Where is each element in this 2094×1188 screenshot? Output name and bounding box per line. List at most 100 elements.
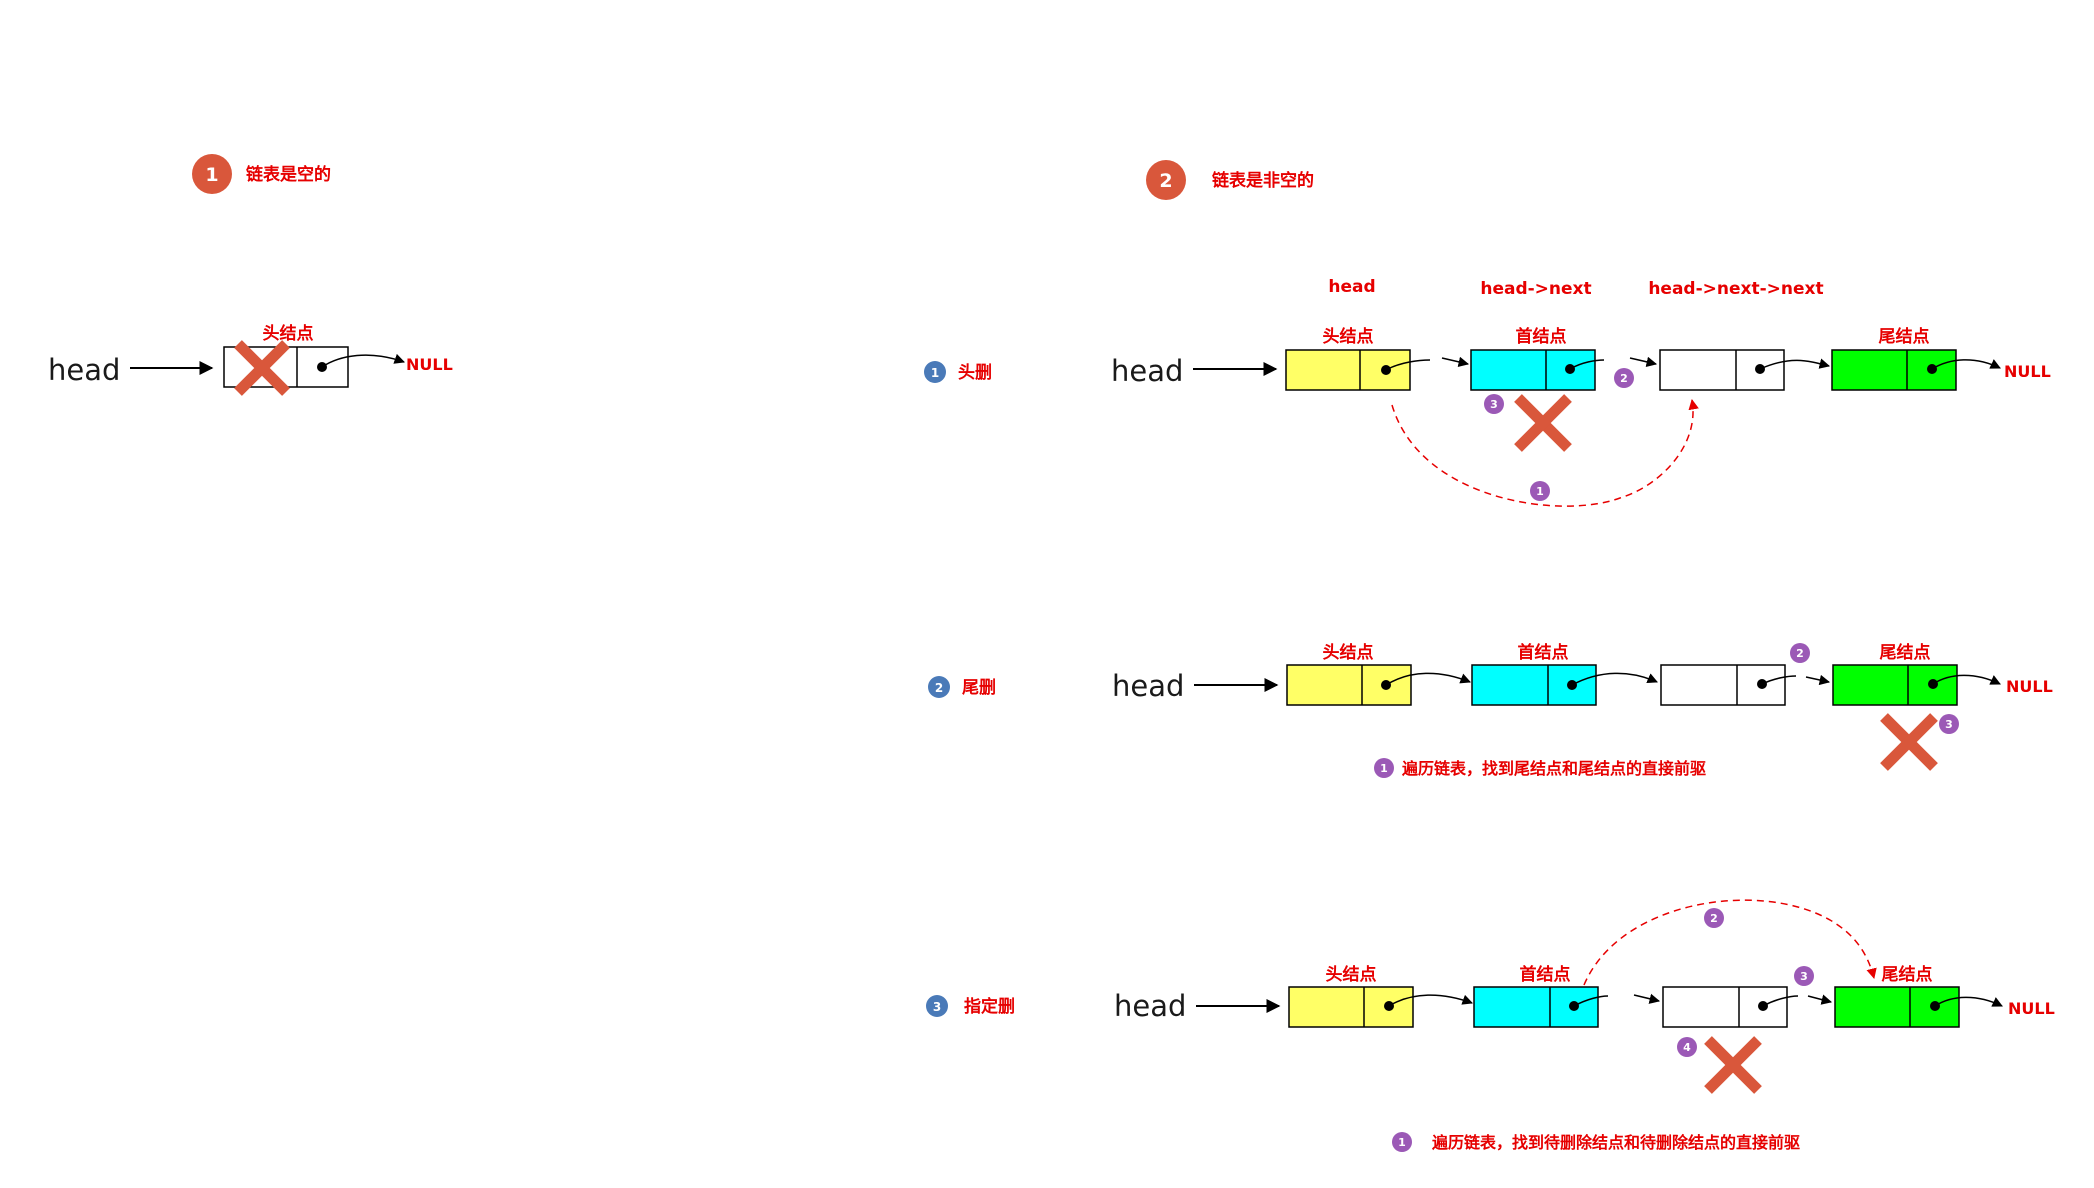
case2-first-node xyxy=(1471,664,1597,706)
case3-label-head-node: 头结点 xyxy=(1326,964,1377,985)
case1-label-head-node: 头结点 xyxy=(1323,326,1374,347)
case2-badge-number: 2 xyxy=(935,681,943,695)
case1-step-badge-2: 2 xyxy=(1614,368,1634,388)
case2-label-head-node: 头结点 xyxy=(1323,642,1374,663)
section1-null-label: NULL xyxy=(406,355,453,374)
section2-badge-number: 2 xyxy=(1159,170,1172,192)
case3-head-word: head xyxy=(1114,989,1186,1023)
case1-label-tail-node: 尾结点 xyxy=(1879,326,1930,347)
case1-null-label: NULL xyxy=(2004,362,2051,381)
case3-note-badge-number: 1 xyxy=(1398,1136,1406,1149)
section1-badge-number: 1 xyxy=(205,164,218,186)
case1-label-first-node: 首结点 xyxy=(1516,326,1567,347)
case1-badge-number: 1 xyxy=(931,366,939,380)
case3-note: 1 遍历链表，找到待删除结点和待删除结点的直接前驱 xyxy=(1392,1132,1800,1152)
case3-note-badge xyxy=(1392,1132,1412,1152)
case1-name: 头删 xyxy=(958,363,992,383)
case3-null-label: NULL xyxy=(2008,999,2055,1018)
case1-head-node xyxy=(1285,349,1411,391)
case3-target-node xyxy=(1662,986,1788,1028)
case3-null-arrow xyxy=(1934,996,2003,1007)
svg-text:1: 1 xyxy=(1536,485,1544,498)
pointer-label-head-next: head->next xyxy=(1480,279,1591,299)
pointer-label-head: head xyxy=(1328,277,1375,297)
case3-link-arrow-2b xyxy=(1633,993,1661,1004)
svg-text:3: 3 xyxy=(1945,718,1953,731)
case2-note-badge xyxy=(1374,758,1394,778)
section2-title: 链表是非空的 xyxy=(1212,170,1314,191)
case2-label-tail-node: 尾结点 xyxy=(1880,642,1931,663)
case3-label-tail-node: 尾结点 xyxy=(1882,964,1933,985)
case2-name: 尾删 xyxy=(962,678,996,698)
section1-title: 链表是空的 xyxy=(246,164,331,185)
case3-delete-cross-icon xyxy=(1704,1036,1762,1094)
case2-label-first-node: 首结点 xyxy=(1518,642,1569,663)
section2-header: 2 链表是非空的 head head->next head->next->nex… xyxy=(1146,160,1824,299)
case-head-delete: 1 头删 head 头结点 首结点 尾结点 xyxy=(924,326,2051,507)
section2-badge xyxy=(1146,160,1186,200)
case1-head-word: head xyxy=(1111,354,1183,388)
svg-text:2: 2 xyxy=(1796,647,1804,660)
case3-bypass-dashed-arrow xyxy=(1583,899,1877,986)
case2-note-badge-number: 1 xyxy=(1380,762,1388,775)
section1-badge xyxy=(192,154,232,194)
section1-head-word: head xyxy=(48,353,120,387)
case3-tail-node xyxy=(1834,986,1960,1028)
case3-link-arrow-2 xyxy=(1573,995,1609,1007)
case2-link-arrow-2 xyxy=(1571,672,1658,686)
case1-delete-cross-icon xyxy=(1514,394,1572,452)
case2-note: 1 遍历链表，找到尾结点和尾结点的直接前驱 xyxy=(1374,758,1706,778)
case1-bypass-dashed-arrow xyxy=(1391,398,1699,507)
case2-step-badge-2: 2 xyxy=(1790,643,1810,663)
case1-step-badge-3: 3 xyxy=(1484,394,1504,414)
case2-head-word: head xyxy=(1112,669,1184,703)
case3-link-arrow-1 xyxy=(1388,994,1473,1007)
case-specified-delete: 3 指定删 head 头结点 首结点 尾结点 xyxy=(926,899,2055,1152)
pointer-label-head-next-next: head->next->next xyxy=(1648,279,1823,299)
case2-step-badge-3: 3 xyxy=(1939,714,1959,734)
case2-note-text: 遍历链表，找到尾结点和尾结点的直接前驱 xyxy=(1401,759,1706,778)
case3-name: 指定删 xyxy=(964,996,1015,1017)
svg-text:2: 2 xyxy=(1620,372,1628,385)
case3-step-badge-2: 2 xyxy=(1704,908,1724,928)
svg-text:3: 3 xyxy=(1490,398,1498,411)
section1-node-label: 头结点 xyxy=(263,323,314,344)
case2-delete-cross-icon xyxy=(1880,713,1938,771)
case2-head-node xyxy=(1286,664,1412,706)
case2-badge xyxy=(928,676,950,698)
case3-badge xyxy=(926,995,948,1017)
case1-step-badge-1: 1 xyxy=(1530,481,1550,501)
case3-label-first-node: 首结点 xyxy=(1520,964,1571,985)
case1-link-arrow-3 xyxy=(1759,358,1831,370)
case-tail-delete: 2 尾删 head 头结点 首结点 尾结点 xyxy=(928,642,2053,778)
svg-text:3: 3 xyxy=(1800,970,1808,983)
case3-step-badge-3: 3 xyxy=(1794,966,1814,986)
case2-null-label: NULL xyxy=(2006,677,2053,696)
case1-link-arrow-2 xyxy=(1569,359,1605,370)
case2-tail-node xyxy=(1832,664,1958,706)
case1-link-arrow-1 xyxy=(1385,359,1431,371)
case2-null-arrow xyxy=(1932,674,2001,685)
case1-null-arrow xyxy=(1931,359,2001,370)
case1-first-node xyxy=(1470,349,1596,391)
case2-link-arrow-1 xyxy=(1385,672,1471,686)
case3-badge-number: 3 xyxy=(933,1000,941,1014)
case3-link-arrow-3 xyxy=(1762,995,1799,1007)
next-pointer-arrow xyxy=(321,353,405,368)
case3-first-node xyxy=(1473,986,1599,1028)
section1-delete-cross-icon xyxy=(234,340,290,396)
case3-step-badge-4: 4 xyxy=(1677,1037,1697,1057)
case1-link-arrow-2b xyxy=(1629,356,1658,367)
case1-second-node xyxy=(1659,349,1785,391)
case1-badge xyxy=(924,361,946,383)
case3-note-text: 遍历链表，找到待删除结点和待删除结点的直接前驱 xyxy=(1431,1133,1800,1152)
svg-text:4: 4 xyxy=(1683,1041,1691,1054)
case2-link-arrow-3 xyxy=(1761,675,1797,685)
case2-second-node xyxy=(1660,664,1786,706)
case1-tail-node xyxy=(1831,349,1957,391)
svg-text:2: 2 xyxy=(1710,912,1718,925)
case2-link-arrow-3b xyxy=(1805,674,1831,686)
section1: 1 链表是空的 head 头结点 NULL xyxy=(48,154,453,396)
case3-link-arrow-3b xyxy=(1807,994,1833,1005)
